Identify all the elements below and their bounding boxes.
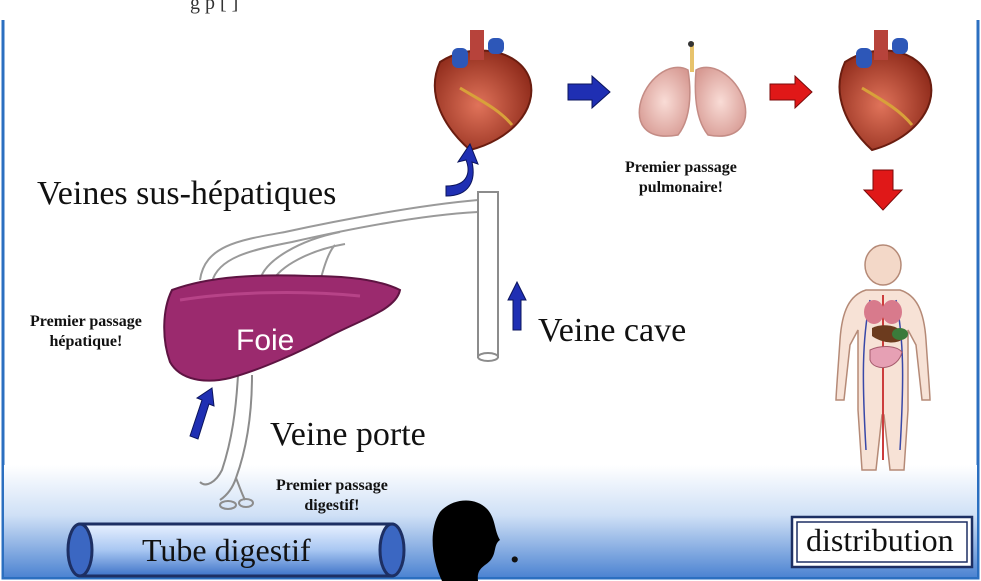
arrow-up-blue-icon (190, 388, 214, 439)
heart-icon (840, 30, 932, 150)
label-premier-passage-pulmonaire: Premier passage pulmonaire! (625, 158, 737, 198)
label-dot: . (510, 528, 520, 572)
lungs-icon (639, 41, 745, 136)
arrow-curved-up-icon (446, 144, 478, 196)
label-tube-digestif: Tube digestif (142, 532, 311, 569)
human-body-icon (836, 245, 930, 470)
arrow-right-blue-icon (568, 76, 610, 108)
label-veines-sus-hepatiques: Veines sus-hépatiques (37, 175, 336, 213)
label-premier-passage-digestif: Premier passage digestif! (276, 476, 388, 516)
label-line: digestif! (276, 496, 388, 516)
arrow-up-blue-icon (508, 282, 526, 330)
label-line: Premier passage (30, 312, 142, 332)
heart-icon (435, 30, 532, 150)
top-caption-strip: g p [ ] (0, 0, 981, 20)
vena-cava (478, 192, 498, 361)
label-line: hépatique! (30, 332, 142, 352)
label-line: Premier passage (625, 158, 737, 178)
arrow-down-red-icon (864, 170, 902, 210)
arrow-right-red-icon (770, 76, 812, 108)
label-premier-passage-hepatique: Premier passage hépatique! (30, 312, 142, 352)
label-line: Premier passage (276, 476, 388, 496)
top-caption: g p [ ] (190, 0, 238, 15)
label-veine-cave: Veine cave (538, 312, 686, 350)
label-veine-porte: Veine porte (270, 416, 426, 454)
label-distribution: distribution (806, 522, 954, 559)
label-line: pulmonaire! (625, 178, 737, 198)
label-foie: Foie (236, 324, 294, 358)
